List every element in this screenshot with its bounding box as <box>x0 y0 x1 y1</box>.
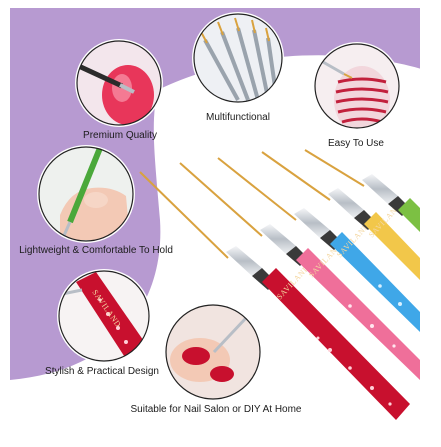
brush-painting-red-nail-icon <box>77 41 161 125</box>
feature-stylish: SAVILAND Stylish & Practical Design <box>45 269 159 377</box>
feature-lightweight: Lightweight & Comfortable To Hold <box>19 145 173 256</box>
hand-holding-brush-icon <box>39 147 133 241</box>
caption-multifunctional: Multifunctional <box>206 112 270 123</box>
brush-green <box>304 149 420 232</box>
striped-nail-art-icon <box>315 44 399 128</box>
caption-easy-to-use: Easy To Use <box>328 138 384 149</box>
caption-premium-quality: Premium Quality <box>83 130 157 141</box>
caption-stylish: Stylish & Practical Design <box>45 366 159 377</box>
caption-salon: Suitable for Nail Salon or DIY At Home <box>130 404 301 415</box>
feature-multifunctional: Multifunctional <box>192 12 284 123</box>
feature-premium-quality: Premium Quality <box>75 39 163 141</box>
feature-easy-to-use: Easy To Use <box>313 42 401 149</box>
feature-salon: Suitable for Nail Salon or DIY At Home <box>130 303 302 415</box>
caption-lightweight: Lightweight & Comfortable To Hold <box>19 245 173 256</box>
red-nail-art-photo-icon <box>166 305 260 399</box>
